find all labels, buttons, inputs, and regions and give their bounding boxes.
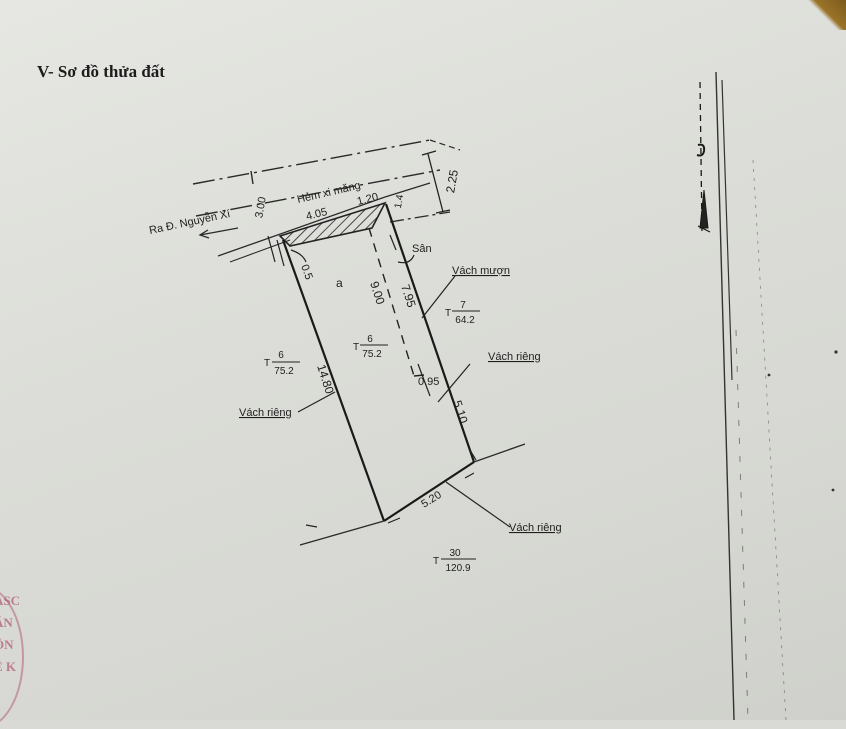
leader-lines [290,249,511,528]
back-side-length-label: 5.20 [419,489,444,511]
official-stamp: ASC ĂN ÔN Ê K [0,590,34,720]
table-corner-background [806,0,846,30]
svg-text:T: T [445,308,451,319]
svg-text:30: 30 [449,548,461,559]
wall-private-right-label: Vách riêng [488,351,541,363]
parcel-right-fraction: T 7 64.2 [445,300,480,326]
wall-borrowed-label: Vách mượn [452,265,510,277]
ink-dot [831,488,835,492]
extension-ticks [267,234,477,528]
parcel-left-fraction: T 6 75.2 [264,350,300,377]
svg-text:6: 6 [278,350,284,361]
alley-width-label: 3.00 [253,196,269,219]
page-frame-lines [715,71,787,720]
svg-text:T: T [353,342,359,353]
front-right-offset-label: 1.4 [393,193,406,209]
neighbor-boundary-lines [299,443,526,546]
north-arrow-icon [696,81,711,233]
right-lower-length-label: 5.10 [450,399,471,426]
front-left-offset-label: 0.5 [298,263,315,281]
alley-label: Hẻm xi măng [296,180,362,206]
left-side-length-label: 14.80 [314,363,337,396]
stamp-line: ĂN [0,615,13,630]
setback-depth-label: 2.25 [443,168,461,194]
ink-dot [834,350,838,354]
right-upper-length-label: 7.95 [398,283,419,310]
front-right-segment-label: 1.20 [356,191,380,208]
svg-text:120.9: 120.9 [445,563,470,574]
stamp-line: ÔN [0,637,14,652]
wall-private-left-label: Vách riêng [239,407,292,419]
wall-private-back-label: Vách riêng [509,522,562,534]
point-a-label: a [336,276,343,290]
svg-text:6: 6 [367,334,373,345]
parcel-back-fraction: T 30 120.9 [433,548,476,574]
svg-text:T: T [433,556,439,567]
parcel-main-fraction: T 6 75.2 [353,334,388,360]
parcel-outline [281,203,476,522]
svg-text:75.2: 75.2 [274,366,294,377]
hatched-front-strip [278,201,387,247]
road-direction-label: Ra Đ. Nguyễn Xí [148,207,231,237]
inner-step-label: 0.95 [418,376,439,388]
ink-dot [767,373,771,377]
front-left-segment-label: 4.05 [305,206,329,223]
section-title: V- Sơ đồ thửa đất [37,62,165,81]
inner-dashed-length-label: 9.00 [367,280,388,307]
svg-text:7: 7 [460,300,466,311]
svg-text:75.2: 75.2 [362,349,382,360]
yard-label: Sân [412,243,432,255]
setback-dimension [421,150,451,214]
svg-text:T: T [264,358,270,369]
svg-text:64.2: 64.2 [455,315,475,326]
alley-lines [192,139,461,263]
stamp-line: ASC [0,593,21,608]
stamp-line: Ê K [0,659,17,674]
